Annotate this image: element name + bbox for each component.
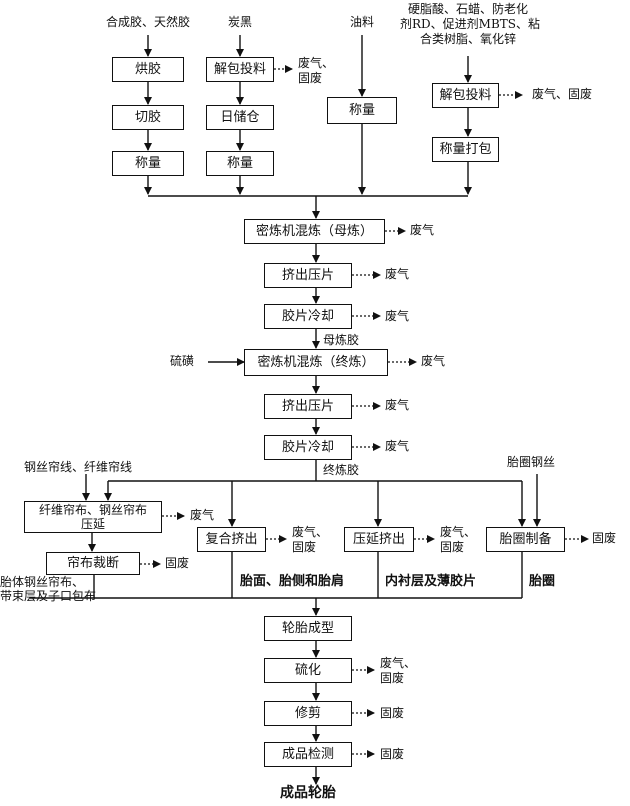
weigh-pack-box: 称量打包	[432, 137, 499, 162]
calender-extrude-emission-1: 废气、	[440, 525, 477, 539]
bead-output: 胎圈	[529, 574, 556, 589]
vulcanize-box: 硫化	[264, 658, 352, 683]
bead-make-emission: 固废	[592, 531, 617, 545]
input-additives-line-1: 硬脂酸、石蜡、防老化	[407, 2, 528, 16]
mix-master-emission: 废气	[410, 223, 435, 237]
calender-label-line-2: 压延	[80, 517, 105, 531]
co-extrude-output: 胎面、胎侧和胎肩	[240, 574, 345, 589]
cut-rubber-box: 切胶	[112, 105, 184, 130]
calender-extrude-output: 内衬层及薄胶片	[385, 574, 477, 589]
calender-extrude-box: 压延挤出	[344, 527, 414, 552]
calender-label-line-1: 纤维帘布、钢丝帘布	[38, 503, 147, 517]
unpack-additives-box: 解包投料	[432, 83, 499, 108]
cord-cut-box: 帘布裁断	[46, 552, 140, 575]
calender-emission: 废气	[190, 508, 215, 522]
ply-label-line-1: 胎体钢丝帘布、	[0, 575, 85, 589]
co-extrude-box: 复合挤出	[197, 527, 266, 552]
weigh-carbon-box: 称量	[206, 151, 274, 176]
vulcanize-emission-1: 废气、	[380, 656, 417, 670]
cord-cut-emission: 固废	[165, 556, 190, 570]
inspect-emission: 固废	[380, 747, 405, 761]
unpack-carbon-emission-2: 固废	[298, 71, 323, 85]
extrude-2-emission: 废气	[385, 398, 410, 412]
calender-box: 纤维帘布、钢丝帘布 压延	[24, 501, 162, 533]
trim-box: 修剪	[264, 701, 352, 726]
unpack-carbon-box: 解包投料	[206, 57, 274, 82]
extrude-2-box: 挤出压片	[264, 394, 352, 419]
input-sulfur: 硫磺	[170, 354, 195, 368]
final-product-label: 成品轮胎	[280, 785, 336, 801]
co-extrude-emission-1: 废气、	[292, 525, 329, 539]
input-additives-line-2: 剂RD、促进剂MBTS、粘	[400, 17, 540, 31]
trim-emission: 固废	[380, 706, 405, 720]
mix-final-box: 密炼机混炼（终炼）	[244, 349, 388, 376]
final-batch-label: 终炼胶	[323, 463, 360, 477]
master-batch-label: 母炼胶	[323, 333, 360, 347]
daily-bin-box: 日储仓	[206, 105, 274, 130]
extrude-1-box: 挤出压片	[264, 263, 352, 288]
input-carbon-black: 炭黑	[227, 15, 252, 29]
cool-1-emission: 废气	[385, 309, 410, 323]
vulcanize-emission-2: 固废	[380, 671, 405, 685]
bead-make-box: 胎圈制备	[486, 527, 565, 552]
weigh-rubber-box: 称量	[112, 151, 184, 176]
calender-extrude-emission-2: 固废	[440, 540, 465, 554]
input-rubber: 合成胶、天然胶	[105, 15, 190, 29]
tire-build-box: 轮胎成型	[264, 616, 352, 641]
ply-label-line-2: 带束层及子口包布	[0, 589, 97, 603]
unpack-carbon-emission-1: 废气、	[298, 56, 335, 70]
cool-1-box: 胶片冷却	[264, 304, 352, 329]
dry-rubber-box: 烘胶	[112, 57, 184, 82]
mix-master-box: 密炼机混炼（母炼）	[244, 219, 385, 244]
input-cord-wire: 钢丝帘线、纤维帘线	[24, 460, 133, 474]
extrude-1-emission: 废气	[385, 267, 410, 281]
mix-final-emission: 废气	[421, 354, 446, 368]
input-bead-wire: 胎圈钢丝	[507, 455, 556, 469]
input-oil: 油料	[349, 15, 374, 29]
unpack-additives-emission: 废气、固废	[532, 87, 593, 101]
cool-2-emission: 废气	[385, 439, 410, 453]
inspect-box: 成品检测	[264, 742, 352, 767]
co-extrude-emission-2: 固废	[292, 540, 317, 554]
weigh-oil-box: 称量	[327, 97, 397, 124]
input-additives-line-3: 合类树脂、氧化锌	[419, 32, 516, 46]
cool-2-box: 胶片冷却	[264, 435, 352, 460]
